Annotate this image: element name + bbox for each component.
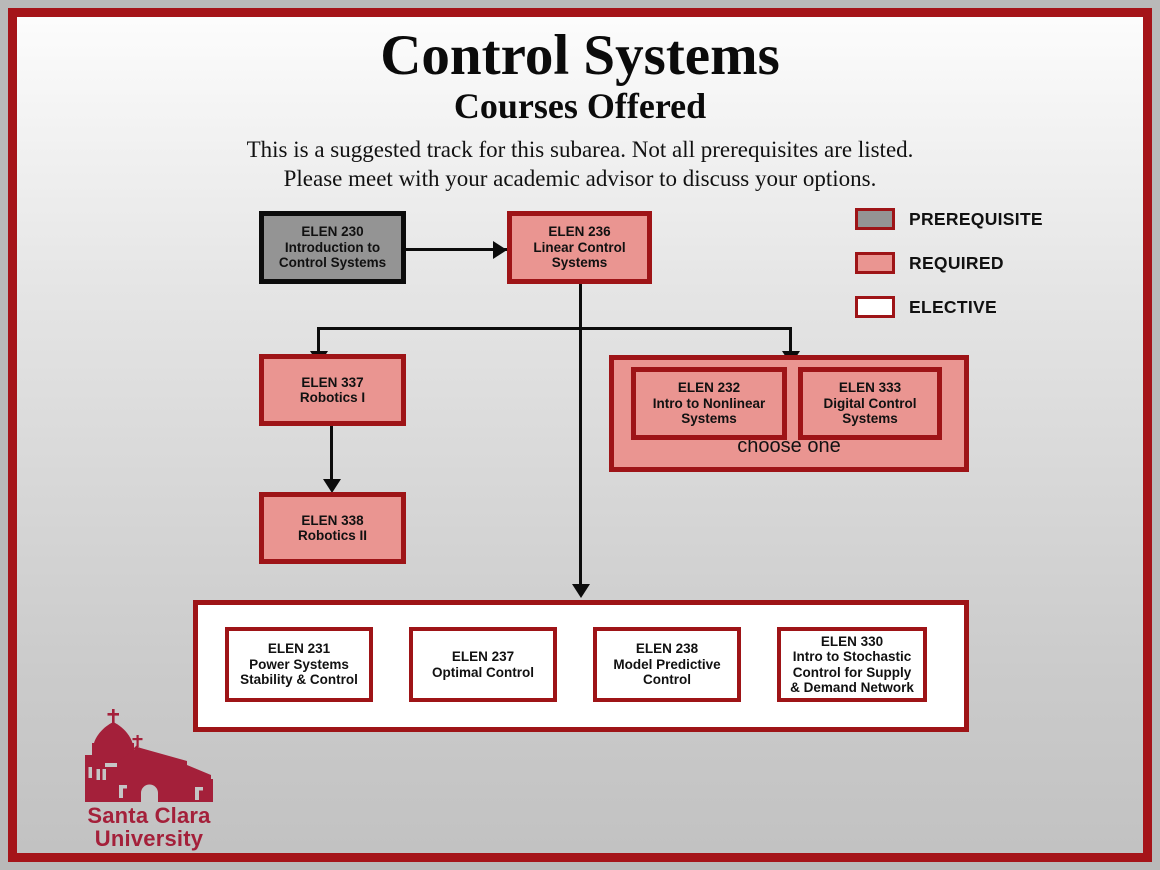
course-code-elen232: ELEN 232 <box>677 380 741 396</box>
scu-logo: Santa Clara University <box>59 707 239 850</box>
connector-337-to-338 <box>330 426 333 484</box>
group-choose-one-label: choose one <box>737 435 841 457</box>
course-node-elen236[interactable]: ELEN 236 Linear Control Systems <box>507 211 652 284</box>
legend-item-required: REQUIRED <box>855 251 1125 275</box>
course-node-elen231[interactable]: ELEN 231 Power Systems Stability & Contr… <box>225 627 373 702</box>
connector-bus-horizontal <box>317 327 791 330</box>
legend-label-elective: ELECTIVE <box>909 296 997 317</box>
mission-church-icon <box>85 709 213 802</box>
connector-236-to-electives <box>579 327 582 588</box>
course-title-elen230-line1: Introduction to <box>284 239 381 255</box>
arrowhead-337-to-338 <box>322 479 341 493</box>
course-title-elen236-line2: Systems <box>551 255 608 271</box>
course-title-elen333-line2: Systems <box>842 411 898 427</box>
course-code-elen231: ELEN 231 <box>267 641 331 657</box>
legend-swatch-required <box>855 252 895 274</box>
course-node-elen238[interactable]: ELEN 238 Model Predictive Control <box>593 627 741 702</box>
course-title-elen337-line1: Robotics I <box>299 390 366 405</box>
course-title-elen330-line3: & Demand Network <box>790 680 914 695</box>
arrowhead-230-to-236 <box>493 240 507 259</box>
legend-item-prerequisite: PREREQUISITE <box>855 207 1125 231</box>
course-title-elen230-line2: Control Systems <box>278 255 387 271</box>
course-node-elen330[interactable]: ELEN 330 Intro to Stochastic Control for… <box>777 627 927 702</box>
course-title-elen231-line1: Power Systems <box>249 656 349 672</box>
connector-236-down <box>579 284 582 329</box>
page-note-line-2: Please meet with your academic advisor t… <box>283 166 877 191</box>
course-code-elen236: ELEN 236 <box>548 224 611 240</box>
poster-canvas: Control Systems Courses Offered This is … <box>17 17 1143 853</box>
legend-swatch-elective <box>855 296 895 318</box>
course-title-elen232-line2: Systems <box>681 411 737 427</box>
course-node-elen237[interactable]: ELEN 237 Optimal Control <box>409 627 557 702</box>
course-title-elen330-line1: Intro to Stochastic <box>792 649 912 664</box>
course-code-elen338: ELEN 338 <box>301 512 364 528</box>
connector-bus-to-chooseone <box>789 327 792 355</box>
course-code-elen330: ELEN 330 <box>820 633 884 649</box>
legend-swatch-prerequisite <box>855 208 895 230</box>
connector-230-to-236 <box>406 248 507 251</box>
course-title-elen238-line1: Model Predictive <box>613 656 721 672</box>
page-title: Control Systems <box>380 24 780 87</box>
scu-logo-line-2: University <box>94 826 204 851</box>
scu-logo-text: Santa Clara University <box>59 804 239 850</box>
course-code-elen238: ELEN 238 <box>635 641 699 657</box>
page-note-line-1: This is a suggested track for this subar… <box>246 137 914 162</box>
course-title-elen238-line2: Control <box>642 672 691 688</box>
legend-item-elective: ELECTIVE <box>855 295 1125 319</box>
connector-bus-to-337 <box>317 327 320 355</box>
course-code-elen337: ELEN 337 <box>301 374 364 390</box>
course-node-elen338[interactable]: ELEN 338 Robotics II <box>259 492 406 564</box>
course-title-elen231-line2: Stability & Control <box>240 672 358 688</box>
scu-logo-line-1: Santa Clara <box>87 803 211 828</box>
course-title-elen236-line1: Linear Control <box>533 239 626 255</box>
legend-label-required: REQUIRED <box>909 252 1004 273</box>
course-title-elen232-line1: Intro to Nonlinear <box>652 395 766 411</box>
course-code-elen237: ELEN 237 <box>451 649 515 664</box>
page-note: This is a suggested track for this subar… <box>17 135 1143 193</box>
course-code-elen333: ELEN 333 <box>838 380 902 396</box>
course-title-elen338-line1: Robotics II <box>297 528 367 543</box>
course-code-elen230: ELEN 230 <box>301 224 364 240</box>
course-node-elen337[interactable]: ELEN 337 Robotics I <box>259 354 406 426</box>
arrowhead-236-to-electives <box>571 584 590 598</box>
page-subtitle: Courses Offered <box>453 86 707 126</box>
course-title-elen237-line1: Optimal Control <box>432 664 534 680</box>
legend-label-prerequisite: PREREQUISITE <box>909 208 1043 229</box>
course-title-elen333-line1: Digital Control <box>823 395 917 411</box>
course-node-elen232[interactable]: ELEN 232 Intro to Nonlinear Systems <box>631 367 787 440</box>
course-node-elen230[interactable]: ELEN 230 Introduction to Control Systems <box>259 211 406 284</box>
course-node-elen333[interactable]: ELEN 333 Digital Control Systems <box>798 367 942 440</box>
legend: PREREQUISITE REQUIRED ELECTIVE <box>855 207 1125 339</box>
course-title-elen330-line2: Control for Supply <box>792 664 912 680</box>
